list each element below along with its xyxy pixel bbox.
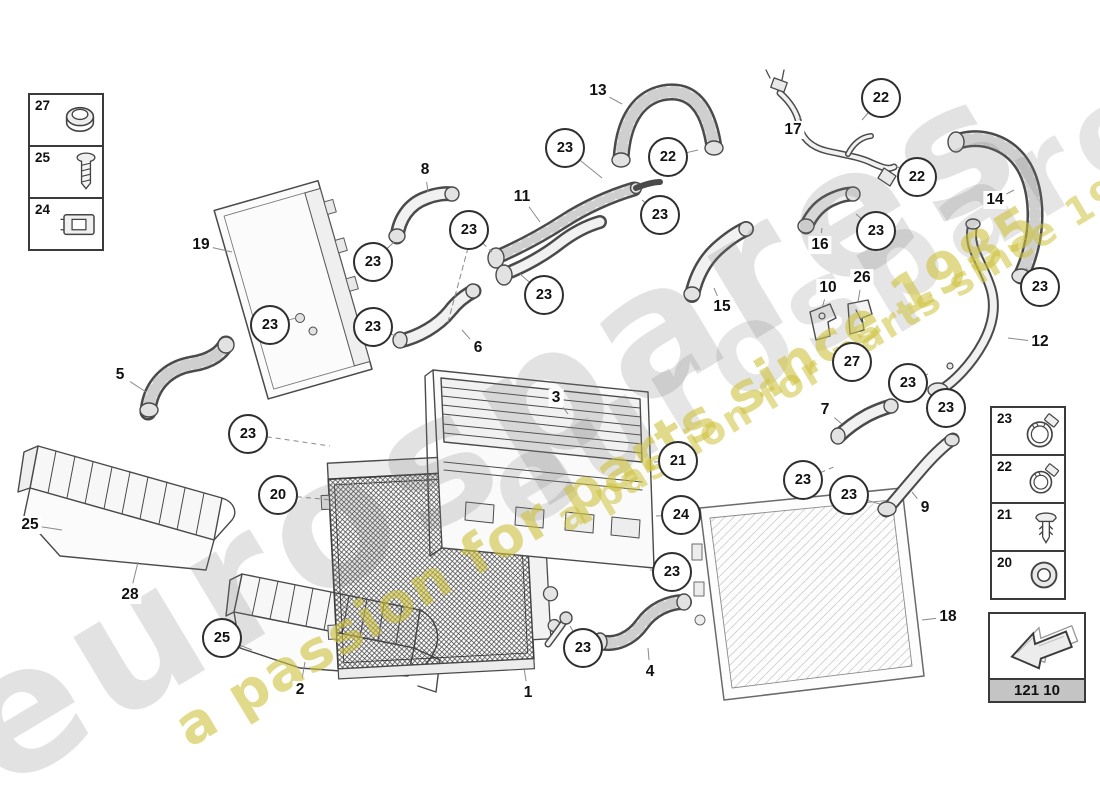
part-hose-13 [611, 83, 724, 168]
legend-item-label: 24 [35, 202, 51, 217]
callout-balloon-23[interactable]: 23 [563, 628, 603, 668]
legend-item-23: 23 [990, 406, 1066, 456]
part-label-14: 14 [983, 191, 1007, 209]
callout-balloon-23[interactable]: 23 [829, 475, 869, 515]
part-pipe-12 [927, 218, 999, 398]
callout-balloon-22[interactable]: 22 [861, 78, 901, 118]
grommet-icon [1027, 558, 1061, 592]
callout-balloon-23[interactable]: 23 [652, 552, 692, 592]
part-label-7: 7 [817, 401, 833, 419]
legend-item-20: 20 [990, 550, 1066, 600]
legend-item-24: 24 [28, 197, 104, 251]
callout-balloon-27[interactable]: 27 [832, 342, 872, 382]
legend-item-label: 27 [35, 98, 51, 113]
callout-balloon-23[interactable]: 23 [353, 242, 393, 282]
hose-clamp-icon [1025, 462, 1061, 496]
legend-item-27: 27 [28, 93, 104, 147]
callout-balloon-25[interactable]: 25 [202, 618, 242, 658]
radiator-19-port [295, 313, 305, 323]
part-bracket-26 [847, 299, 873, 335]
part-hose-15 [683, 221, 754, 303]
part-air-guide-28 [17, 445, 236, 571]
part-label-16: 16 [808, 236, 832, 254]
part-pipe-17 [765, 69, 898, 187]
legend-item-label: 22 [997, 459, 1013, 474]
part-label-18: 18 [936, 608, 960, 626]
construction-line [447, 247, 469, 323]
page-code-box: 121 10 [988, 612, 1086, 703]
callout-balloon-23[interactable]: 23 [228, 414, 268, 454]
part-label-9: 9 [917, 499, 933, 517]
legend-item-label: 21 [997, 507, 1013, 522]
callout-balloon-23[interactable]: 23 [545, 128, 585, 168]
part-pipe-9 [877, 432, 960, 518]
callout-balloon-23[interactable]: 23 [449, 210, 489, 250]
part-hose-4 [592, 593, 692, 652]
part-label-8: 8 [417, 161, 433, 179]
part-hose-6 [392, 283, 482, 349]
callout-balloon-20[interactable]: 20 [258, 475, 298, 515]
hose-clamp-icon [1023, 413, 1061, 449]
part-label-10: 10 [816, 279, 840, 297]
legend-item-label: 20 [997, 555, 1013, 570]
part-label-11: 11 [510, 188, 534, 206]
part-label-12: 12 [1028, 333, 1052, 351]
callout-balloon-22[interactable]: 22 [897, 157, 937, 197]
page-code-label: 121 10 [988, 680, 1086, 703]
direction-arrow-icon [988, 612, 1086, 680]
callout-balloon-23[interactable]: 23 [250, 305, 290, 345]
part-hose-14 [947, 130, 1044, 285]
part-label-4: 4 [642, 663, 658, 681]
legend-item-label: 23 [997, 411, 1013, 426]
callout-balloon-23[interactable]: 23 [783, 460, 823, 500]
callout-balloon-23[interactable]: 23 [888, 363, 928, 403]
part-hose-5 [139, 335, 235, 421]
part-hose-16 [797, 186, 861, 235]
part-label-2: 2 [292, 681, 308, 699]
part-hose-7 [830, 398, 899, 445]
part-label-19: 19 [189, 236, 213, 254]
clip-nut-icon [59, 209, 99, 239]
part-label-26: 26 [850, 269, 874, 287]
legend-item-21: 21 [990, 502, 1066, 552]
radiator-1-fitting [544, 611, 573, 648]
part-label-5: 5 [112, 366, 128, 384]
fastener-legend-right: 23 22 21 20 [990, 406, 1066, 600]
part-label-28: 28 [118, 586, 142, 604]
part-radiator-18 [691, 487, 925, 701]
callout-balloon-23[interactable]: 23 [640, 195, 680, 235]
part-label-13: 13 [586, 82, 610, 100]
part-bracket-10 [809, 303, 837, 341]
part-radiator-19 [213, 180, 373, 400]
callout-balloon-23[interactable]: 23 [1020, 267, 1060, 307]
callout-balloon-22[interactable]: 22 [648, 137, 688, 177]
legend-item-25: 25 [28, 145, 104, 199]
part-hose-8 [388, 186, 460, 245]
part-label-1: 1 [520, 684, 536, 702]
expanding-rivet-icon [1031, 508, 1061, 546]
callout-balloon-24[interactable]: 24 [661, 495, 701, 535]
part-label-3: 3 [548, 389, 564, 407]
callout-balloon-23[interactable]: 23 [856, 211, 896, 251]
screw-icon [73, 152, 99, 192]
radiator-19-port2 [308, 326, 318, 336]
cap-nut-icon [61, 103, 99, 137]
callout-balloon-23[interactable]: 23 [926, 388, 966, 428]
legend-item-22: 22 [990, 454, 1066, 504]
legend-item-label: 25 [35, 150, 51, 165]
part-hoses-11 [487, 179, 663, 286]
part-label-15: 15 [710, 298, 734, 316]
part-label-25: 25 [18, 516, 42, 534]
callout-balloon-23[interactable]: 23 [353, 307, 393, 347]
callout-balloon-23[interactable]: 23 [524, 275, 564, 315]
part-label-17: 17 [781, 121, 805, 139]
part-label-6: 6 [470, 339, 486, 357]
part-shroud-3 [424, 369, 655, 569]
callout-balloon-21[interactable]: 21 [658, 441, 698, 481]
fastener-legend-left: 27 25 24 [28, 93, 104, 251]
